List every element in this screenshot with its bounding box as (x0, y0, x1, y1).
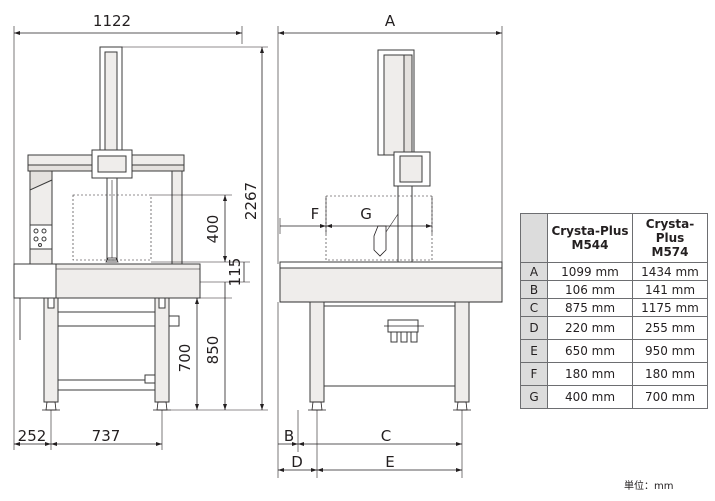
header-m574: Crysta-Plus M574 (632, 213, 708, 263)
dim-a: A (385, 12, 396, 30)
row-key: F (520, 362, 548, 386)
row-m574: 1434 mm (632, 262, 708, 281)
dim-700: 700 (176, 344, 194, 373)
row-key: C (520, 298, 548, 317)
spec-table: Crysta-Plus M544 Crysta-Plus M574 A 1099… (520, 213, 708, 409)
row-key: E (520, 339, 548, 363)
corner-cell (520, 213, 548, 263)
dim-b: B (284, 427, 294, 445)
dim-115: 115 (226, 258, 244, 287)
dim-252: 252 (18, 427, 47, 445)
side-view: A F G (277, 12, 503, 478)
table-row: C 875 mm 1175 mm (520, 298, 708, 317)
dim-1122: 1122 (93, 12, 131, 30)
dim-c: C (381, 427, 391, 445)
dim-e: E (385, 453, 394, 471)
header-m544-line2: M544 (571, 238, 609, 252)
row-key: B (520, 280, 548, 299)
dim-d: D (291, 453, 303, 471)
row-m544: 650 mm (547, 339, 633, 363)
row-m544: 220 mm (547, 316, 633, 340)
table-row: A 1099 mm 1434 mm (520, 262, 708, 281)
row-key: G (520, 385, 548, 409)
table-row: B 106 mm 141 mm (520, 280, 708, 299)
dim-400: 400 (204, 215, 222, 244)
dim-2267: 2267 (242, 182, 260, 220)
row-m574: 700 mm (632, 385, 708, 409)
row-m574: 950 mm (632, 339, 708, 363)
front-view: 1122 (13, 12, 268, 450)
dim-850: 850 (204, 336, 222, 365)
row-m544: 106 mm (547, 280, 633, 299)
table-row: F 180 mm 180 mm (520, 362, 708, 386)
row-m574: 1175 mm (632, 298, 708, 317)
row-m544: 1099 mm (547, 262, 633, 281)
header-m574-line1: Crysta-Plus (645, 217, 695, 245)
table-row: E 650 mm 950 mm (520, 339, 708, 363)
row-key: A (520, 262, 548, 281)
row-m574: 141 mm (632, 280, 708, 299)
dim-f: F (311, 205, 320, 223)
table-row: D 220 mm 255 mm (520, 316, 708, 340)
header-m544: Crysta-Plus M544 (547, 213, 633, 263)
row-m574: 180 mm (632, 362, 708, 386)
row-m544: 875 mm (547, 298, 633, 317)
spec-table-header: Crysta-Plus M544 Crysta-Plus M574 (520, 213, 708, 263)
header-m544-line1: Crysta-Plus (551, 224, 629, 238)
row-m574: 255 mm (632, 316, 708, 340)
row-key: D (520, 316, 548, 340)
dim-g: G (360, 205, 372, 223)
row-m544: 180 mm (547, 362, 633, 386)
dim-737: 737 (92, 427, 121, 445)
table-row: G 400 mm 700 mm (520, 385, 708, 409)
row-m544: 400 mm (547, 385, 633, 409)
unit-note: 単位：mm (624, 481, 674, 492)
header-m574-line2: M574 (651, 245, 689, 259)
